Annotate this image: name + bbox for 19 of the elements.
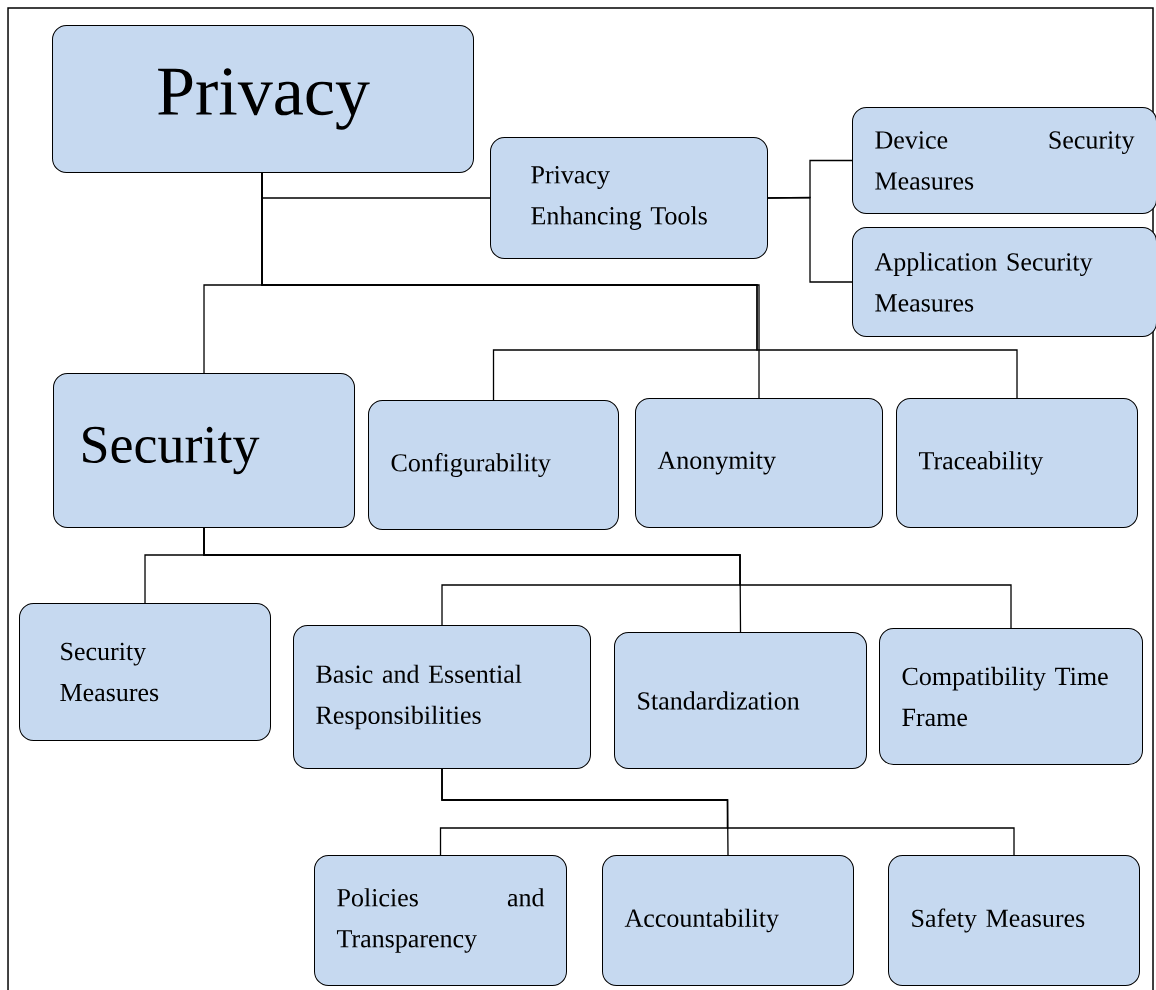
topic-box: Compatibility Time Frame bbox=[879, 628, 1143, 765]
title-box: Security bbox=[53, 373, 355, 528]
topic-box: Accountability bbox=[602, 855, 854, 986]
connector-line bbox=[203, 527, 1012, 629]
topic-box: Safety Measures bbox=[888, 855, 1140, 986]
topic-box: Anonymity bbox=[635, 398, 883, 528]
topic-box: Security Measures bbox=[19, 603, 271, 741]
topic-box: Application Security Measures bbox=[852, 227, 1156, 337]
connector-line bbox=[441, 768, 1015, 856]
topic-box: Standardization bbox=[614, 632, 867, 769]
topic-box: Policies and Transparency bbox=[314, 855, 567, 986]
topic-box: Privacy Enhancing Tools bbox=[490, 137, 768, 259]
connector-line bbox=[767, 196, 853, 283]
topic-box: Traceability bbox=[896, 398, 1138, 528]
title-box: Privacy bbox=[52, 25, 474, 173]
topic-box: Device Security Measures bbox=[852, 107, 1156, 214]
connector-line bbox=[261, 172, 1018, 399]
topic-box: Basic and Essential Responsibilities bbox=[293, 625, 591, 769]
topic-box: Configurability bbox=[368, 400, 619, 530]
